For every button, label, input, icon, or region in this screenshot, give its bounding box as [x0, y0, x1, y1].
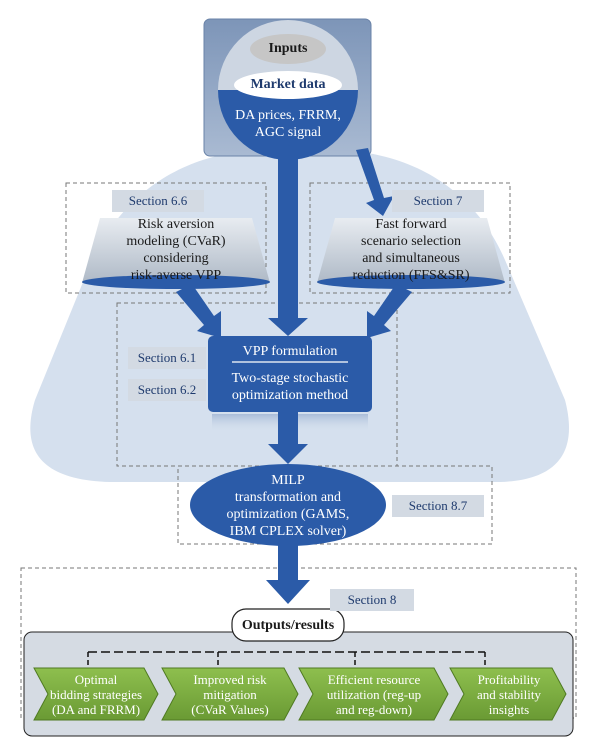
market-data-pill — [234, 71, 342, 99]
left-dashed-box — [65, 182, 267, 294]
formulation-line-2: optimization method — [231, 388, 349, 403]
section-6-2-badge: Section 6.2 — [128, 379, 206, 401]
output-chevron-4 — [449, 667, 567, 721]
output-chevron-2 — [161, 667, 299, 721]
right-module-line-4: reduction (FFS&SR) — [352, 268, 470, 283]
arrow-milp-to-outputs — [266, 545, 310, 604]
section-6-1-badge: Section 6.1 — [128, 347, 206, 369]
market-data-label: Market data — [250, 77, 326, 92]
output-1-line-3: (DA and FRRM) — [51, 702, 141, 717]
arrow-formulation-to-milp — [268, 412, 308, 464]
section-8-7-badge: Section 8.7 — [392, 495, 484, 517]
left-module-line-3: considering — [143, 251, 209, 266]
output-1-line-1: Optimal — [74, 672, 118, 687]
output-4-line-1: Profitability — [477, 672, 541, 687]
output-3-line-1: Efficient resource — [327, 672, 421, 687]
milp-dashed-box — [177, 465, 493, 545]
left-module-line-1: Risk aversion — [137, 217, 215, 232]
arrow-inputs-to-right — [356, 148, 394, 216]
milp-line-1: MILP — [271, 473, 305, 488]
left-trapezoid-base — [82, 275, 270, 289]
right-trapezoid-base — [317, 275, 505, 289]
output-4-line-2: and stability — [477, 687, 541, 702]
output-1-line-2: bidding strategies — [49, 687, 143, 702]
output-3-line-2: utilization (reg-up — [326, 687, 422, 702]
right-trapezoid — [317, 218, 505, 283]
output-chevron-3 — [298, 667, 449, 721]
arrow-inputs-to-formulation — [268, 156, 308, 336]
section-8-badge: Section 8 — [330, 589, 414, 611]
right-module-line-2: scenario selection — [361, 234, 461, 249]
formulation-box — [208, 336, 372, 412]
outputs-title: Outputs/results — [241, 618, 335, 633]
inputs-title: Inputs — [268, 41, 308, 56]
market-data-line-2: AGC signal — [254, 125, 322, 140]
arrow-right-to-formulation — [367, 284, 412, 338]
formulation-line-1: Two-stage stochastic — [231, 371, 349, 386]
right-module-line-3: and simultaneous — [362, 251, 460, 266]
section-6-6-badge: Section 6.6 — [112, 190, 204, 212]
output-chevron-1 — [33, 667, 159, 721]
output-3-line-3: and reg-down) — [335, 702, 413, 717]
output-2-line-3: (CVaR Values) — [191, 702, 269, 717]
output-2-line-1: Improved risk — [193, 672, 267, 687]
section-7-badge: Section 7 — [392, 190, 484, 212]
output-4-line-3: insights — [488, 702, 530, 717]
milp-ellipse — [190, 464, 386, 546]
left-trapezoid — [82, 218, 270, 283]
left-module-line-4: risk-averse VPP — [130, 268, 222, 283]
formulation-title: VPP formulation — [242, 344, 338, 359]
outputs-title-box — [231, 608, 345, 642]
inputs-circle-bottom — [218, 90, 358, 160]
arrow-left-to-formulation — [176, 284, 221, 338]
milp-line-3: optimization (GAMS, — [226, 507, 350, 522]
left-module-line-2: modeling (CVaR) — [126, 234, 226, 249]
right-module-line-1: Fast forward — [375, 217, 447, 232]
output-2-line-2: mitigation — [203, 687, 257, 702]
milp-line-4: IBM CPLEX solver) — [229, 524, 347, 539]
milp-line-2: transformation and — [234, 490, 342, 505]
market-data-line-1: DA prices, FRRM, — [235, 108, 341, 123]
inputs-title-pill — [250, 34, 326, 64]
